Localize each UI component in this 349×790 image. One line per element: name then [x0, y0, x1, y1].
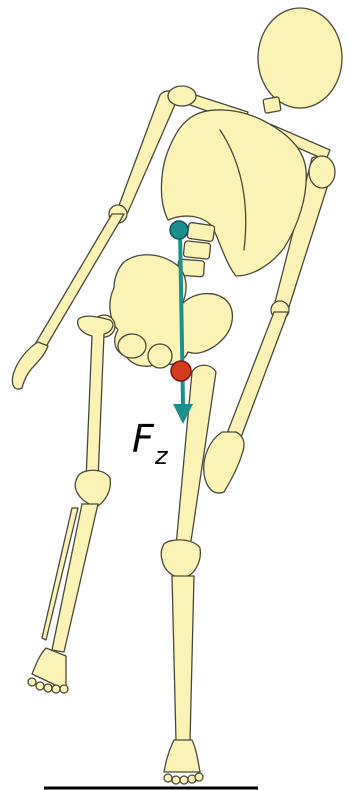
right-tibia [172, 576, 194, 742]
neck [263, 97, 281, 114]
lumbar-vertebra-2 [183, 241, 211, 260]
left-obturator [118, 334, 146, 358]
right-toe-1 [164, 774, 172, 782]
left-toe-2 [36, 682, 44, 690]
right-leg [161, 365, 216, 784]
right-hand [204, 432, 244, 493]
support-point-marker [171, 361, 191, 381]
center-of-mass-marker [170, 221, 188, 239]
right-toe-3 [180, 776, 188, 784]
rib-cage [161, 110, 306, 276]
left-shoulder-joint [168, 86, 196, 106]
right-obturator [148, 344, 172, 368]
right-foot [164, 740, 200, 772]
right-knee [161, 540, 200, 578]
right-toe-2 [172, 776, 180, 784]
left-toe-4 [52, 685, 60, 693]
right-toe-5 [195, 773, 203, 781]
left-hand [12, 342, 48, 389]
left-femur [78, 316, 113, 480]
lumbar-vertebra-1 [187, 222, 215, 241]
left-leg [28, 315, 115, 693]
right-shoulder-joint [309, 156, 335, 188]
right-forearm [226, 312, 288, 440]
skull [258, 8, 342, 108]
left-toe-3 [44, 684, 52, 692]
force-subscript: z [154, 442, 169, 470]
force-symbol: F [132, 417, 155, 461]
left-knee [75, 470, 110, 506]
force-label: F z [132, 417, 169, 470]
left-toe-1 [28, 678, 36, 686]
skeleton-figure [12, 8, 342, 784]
left-toe-5 [60, 685, 68, 693]
